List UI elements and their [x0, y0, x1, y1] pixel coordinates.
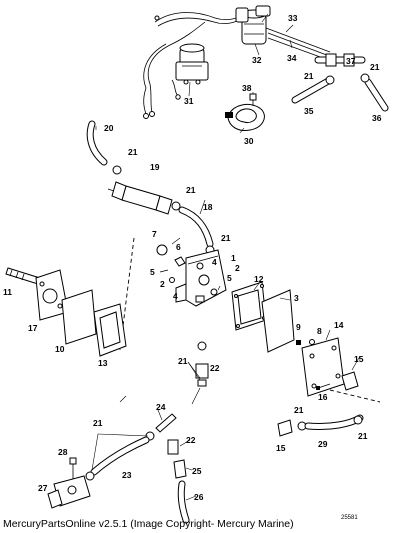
gasket-13: [93, 303, 127, 357]
callout-16: 16: [318, 392, 328, 402]
callout-32: 32: [252, 55, 262, 65]
callout-21: 21: [370, 62, 380, 72]
callout-2: 2: [160, 279, 165, 289]
callout-4: 4: [173, 291, 178, 301]
callout-14: 14: [334, 320, 344, 330]
callout-15: 15: [276, 443, 286, 453]
callout-21: 21: [93, 418, 103, 428]
hose-23: [90, 436, 150, 476]
diaphragm-3: [261, 289, 295, 353]
callout-15: 15: [354, 354, 364, 364]
fuel-filter-19[interactable]: [107, 181, 173, 215]
check-valve-6: [174, 256, 186, 267]
reference-line-right: [329, 389, 381, 403]
callout-20: 20: [104, 123, 114, 133]
callout-4: 4: [212, 257, 217, 267]
hose-26: [177, 480, 190, 524]
fitting-22-a: [195, 363, 209, 387]
callout-38: 38: [242, 83, 252, 93]
callout-27: 27: [38, 483, 48, 493]
adaptor-17[interactable]: [35, 269, 69, 321]
image-caption: MercuryPartsOnline v2.5.1 (Image Copyrig…: [3, 518, 294, 530]
screw-9: [296, 340, 301, 345]
callout-1: 1: [231, 253, 236, 263]
callout-18: 18: [203, 202, 213, 212]
callout-31: 31: [184, 96, 194, 106]
callout-25: 25: [192, 466, 202, 476]
fitting-15-b: [277, 419, 293, 437]
callout-28: 28: [58, 447, 68, 457]
callout-22: 22: [210, 363, 220, 373]
screw-16: [316, 383, 331, 390]
hoses-35-36: [291, 76, 389, 112]
wiring-harness: [143, 12, 247, 119]
clamp-21-a: [112, 165, 122, 175]
callout-21: 21: [294, 405, 304, 415]
callout-29: 29: [318, 439, 328, 449]
fitting-25: [173, 459, 187, 479]
fittings-37: [314, 53, 366, 67]
callout-3: 3: [294, 293, 299, 303]
callout-36: 36: [372, 113, 382, 123]
callout-21: 21: [221, 233, 231, 243]
clamp-21-h: [85, 471, 95, 481]
fitting-22-b: [167, 439, 179, 455]
callout-11: 11: [3, 287, 12, 297]
callout-17: 17: [28, 323, 38, 333]
pump-body-1[interactable]: [185, 249, 227, 307]
callout-7: 7: [152, 229, 157, 239]
callout-21: 21: [128, 147, 138, 157]
gasket-12: [231, 281, 267, 331]
hose-20: [86, 120, 108, 166]
callout-5: 5: [150, 267, 155, 277]
callout-10: 10: [55, 344, 65, 354]
clamp-21-f: [353, 415, 363, 425]
clamp-21-d: [197, 341, 207, 351]
callout-numbers: 33 32 34 21 37 21 38 31 35 36 30 20 21 1…: [3, 13, 382, 502]
callout-23: 23: [122, 470, 132, 480]
stud-11: [5, 267, 41, 285]
callout-35: 35: [304, 106, 314, 116]
solenoid-31[interactable]: [175, 43, 209, 85]
callout-21: 21: [178, 356, 188, 366]
solenoid-32[interactable]: [235, 5, 271, 45]
callout-37: 37: [346, 56, 356, 66]
hose-18: [178, 206, 214, 248]
callout-26: 26: [194, 492, 204, 502]
callout-30: 30: [244, 136, 254, 146]
fuel-pump-27[interactable]: [47, 475, 91, 509]
callout-33: 33: [288, 13, 298, 23]
callout-6: 6: [176, 242, 181, 252]
callout-5: 5: [227, 273, 232, 283]
callout-8: 8: [317, 326, 322, 336]
clamps-21-top: [325, 73, 370, 85]
bracket-30: [225, 103, 265, 131]
cover-14[interactable]: [301, 337, 345, 397]
callout-9: 9: [296, 322, 301, 332]
callout-12: 12: [254, 274, 264, 284]
callout-leaders: [91, 13, 361, 501]
callout-2: 2: [235, 263, 240, 273]
callout-22: 22: [186, 435, 196, 445]
fitting-24: [155, 413, 177, 433]
screw-28: [69, 457, 77, 480]
callout-19: 19: [150, 162, 160, 172]
gasket-10: [61, 289, 97, 345]
callout-34: 34: [287, 53, 297, 63]
callout-13: 13: [98, 358, 108, 368]
drawing-reference-number: 25581: [341, 515, 358, 521]
gasket-7: [156, 244, 168, 256]
elbow-15-a: [341, 371, 359, 391]
hose-29: [304, 414, 364, 430]
callout-21: 21: [304, 71, 314, 81]
clamp-21-b: [171, 201, 181, 211]
cover-4: [175, 283, 187, 303]
callout-21: 21: [186, 185, 196, 195]
callout-21: 21: [358, 431, 368, 441]
callout-24: 24: [156, 402, 166, 412]
washer-8: [309, 339, 315, 345]
